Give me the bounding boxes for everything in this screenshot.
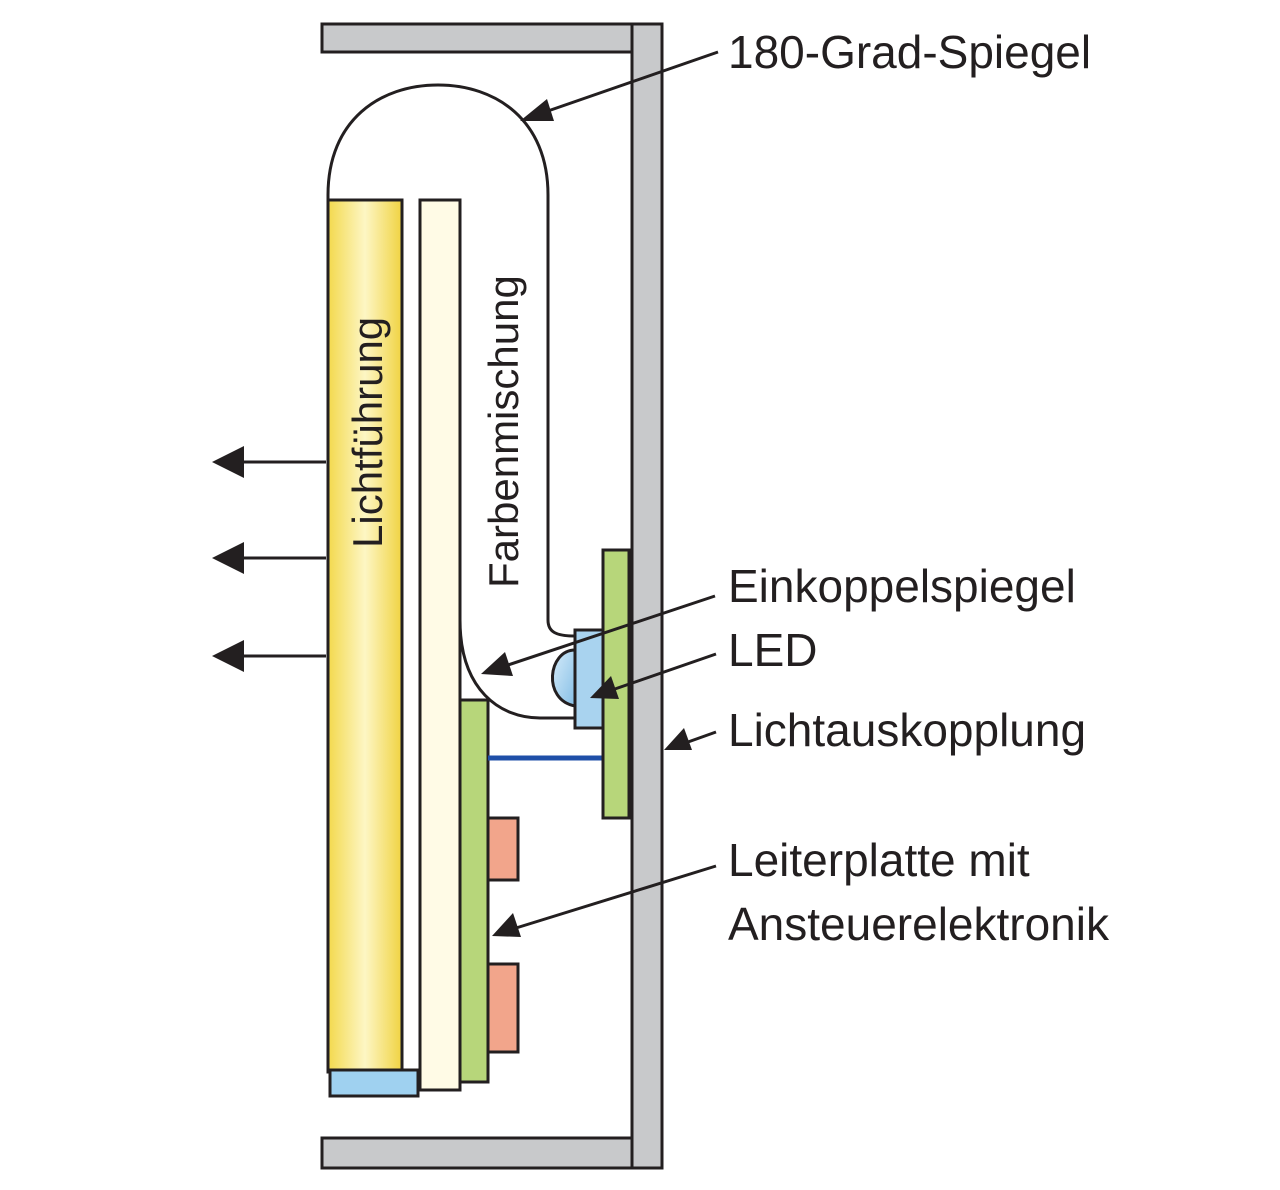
arrow-left-icon <box>212 542 326 574</box>
label-pcb-line1: Leiterplatte mit <box>728 834 1030 886</box>
label-mirror-180: 180-Grad-Spiegel <box>728 26 1091 78</box>
callout-arrow-light-outcoupling <box>664 728 717 750</box>
bottom-window <box>328 1068 420 1098</box>
housing-back-wall <box>630 22 664 1170</box>
housing-top-bar <box>320 22 664 54</box>
housing-bottom-bar <box>320 1136 664 1170</box>
callout-arrow-mirror-180 <box>520 50 719 121</box>
led-dome <box>550 648 577 708</box>
label-color-mixing: Farbenmischung <box>480 275 527 588</box>
label-coupling-mirror: Einkoppelspiegel <box>728 560 1076 612</box>
housing <box>320 22 664 1170</box>
label-light-guide: Lichtführung <box>344 317 391 548</box>
callout-arrow-pcb <box>492 864 717 937</box>
label-led: LED <box>728 624 817 676</box>
label-light-outcoupling: Lichtauskopplung <box>728 704 1086 756</box>
pcb-component-upper <box>486 816 520 882</box>
color-mixing-plate <box>418 198 462 1092</box>
arrow-left-icon <box>212 446 326 478</box>
callout-arrows <box>481 50 719 937</box>
light-guide-bar <box>326 198 404 1074</box>
pcb-board <box>458 698 490 1084</box>
light-output-arrows <box>212 446 326 672</box>
arrow-left-icon <box>212 640 326 672</box>
label-pcb-line2: Ansteuerelektronik <box>728 898 1110 950</box>
pcb-component-lower <box>486 962 520 1054</box>
led-body <box>573 628 605 730</box>
callout-arrow-led <box>590 652 717 699</box>
callout-arrow-coupling-mirror <box>481 594 716 676</box>
led <box>550 628 605 730</box>
